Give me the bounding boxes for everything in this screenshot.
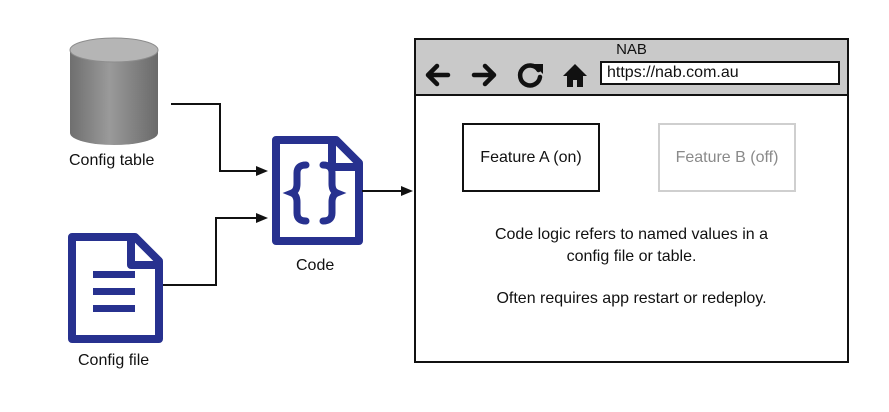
browser-window: NAB https://nab.com.au Feature A (on) Fe… bbox=[414, 38, 849, 363]
feature-b-box: Feature B (off) bbox=[658, 123, 796, 192]
connector-config-file-to-code bbox=[163, 213, 268, 286]
database-icon bbox=[69, 37, 159, 145]
code-label: Code bbox=[296, 257, 335, 274]
window-title: NAB bbox=[616, 41, 647, 58]
reload-icon[interactable] bbox=[515, 60, 545, 90]
config-table-label: Config table bbox=[69, 152, 155, 169]
back-arrow-icon[interactable] bbox=[422, 60, 452, 90]
feature-b-label: Feature B (off) bbox=[675, 148, 779, 166]
connector-code-to-browser bbox=[362, 186, 413, 196]
connector-config-table-to-code bbox=[171, 103, 268, 176]
forward-arrow-icon[interactable] bbox=[470, 60, 500, 90]
feature-a-label: Feature A (on) bbox=[480, 148, 582, 166]
address-bar[interactable]: https://nab.com.au bbox=[600, 61, 840, 85]
feature-a-box: Feature A (on) bbox=[462, 123, 600, 192]
code-file-icon bbox=[272, 136, 363, 245]
document-icon bbox=[68, 233, 163, 343]
description-line-1: Code logic refers to named values in a bbox=[494, 226, 769, 243]
config-file-label: Config file bbox=[78, 352, 150, 369]
home-icon[interactable] bbox=[560, 60, 590, 90]
description-line-2: config file or table. bbox=[566, 248, 697, 265]
browser-toolbar: NAB https://nab.com.au bbox=[416, 40, 847, 96]
description-line-3: Often requires app restart or redeploy. bbox=[496, 290, 767, 307]
